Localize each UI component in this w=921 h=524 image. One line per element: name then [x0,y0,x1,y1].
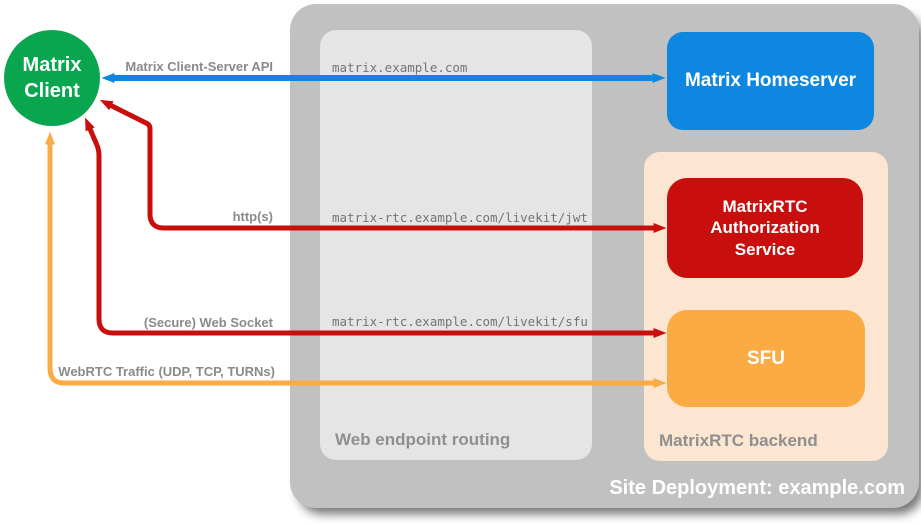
web-endpoint-routing-label: Web endpoint routing [335,430,511,449]
matrixrtc-backend-label: MatrixRTC backend [659,431,818,450]
endpoint-livekit-sfu: matrix-rtc.example.com/livekit/sfu [332,314,588,329]
endpoint-matrix-example-com: matrix.example.com [332,60,468,75]
site-deployment-title: Site Deployment: example.com [609,477,905,499]
http-arrow-label: http(s) [232,209,273,224]
web-endpoint-routing-panel: Web endpoint routing [320,30,592,460]
matrix-homeserver-node: Matrix Homeserver [667,32,874,130]
sfu-node: SFU [667,310,865,407]
endpoint-livekit-jwt: matrix-rtc.example.com/livekit/jwt [332,210,588,225]
client-server-api-arrow-label: Matrix Client-Server API [125,59,273,74]
webrtc-arrow-label: WebRTC Traffic (UDP, TCP, TURNs) [58,364,275,379]
websocket-arrow-label: (Secure) Web Socket [143,315,273,330]
matrix-client-node: Matrix Client [4,30,100,126]
matrixrtc-authorization-service-node: MatrixRTC Authorization Service [667,178,863,278]
